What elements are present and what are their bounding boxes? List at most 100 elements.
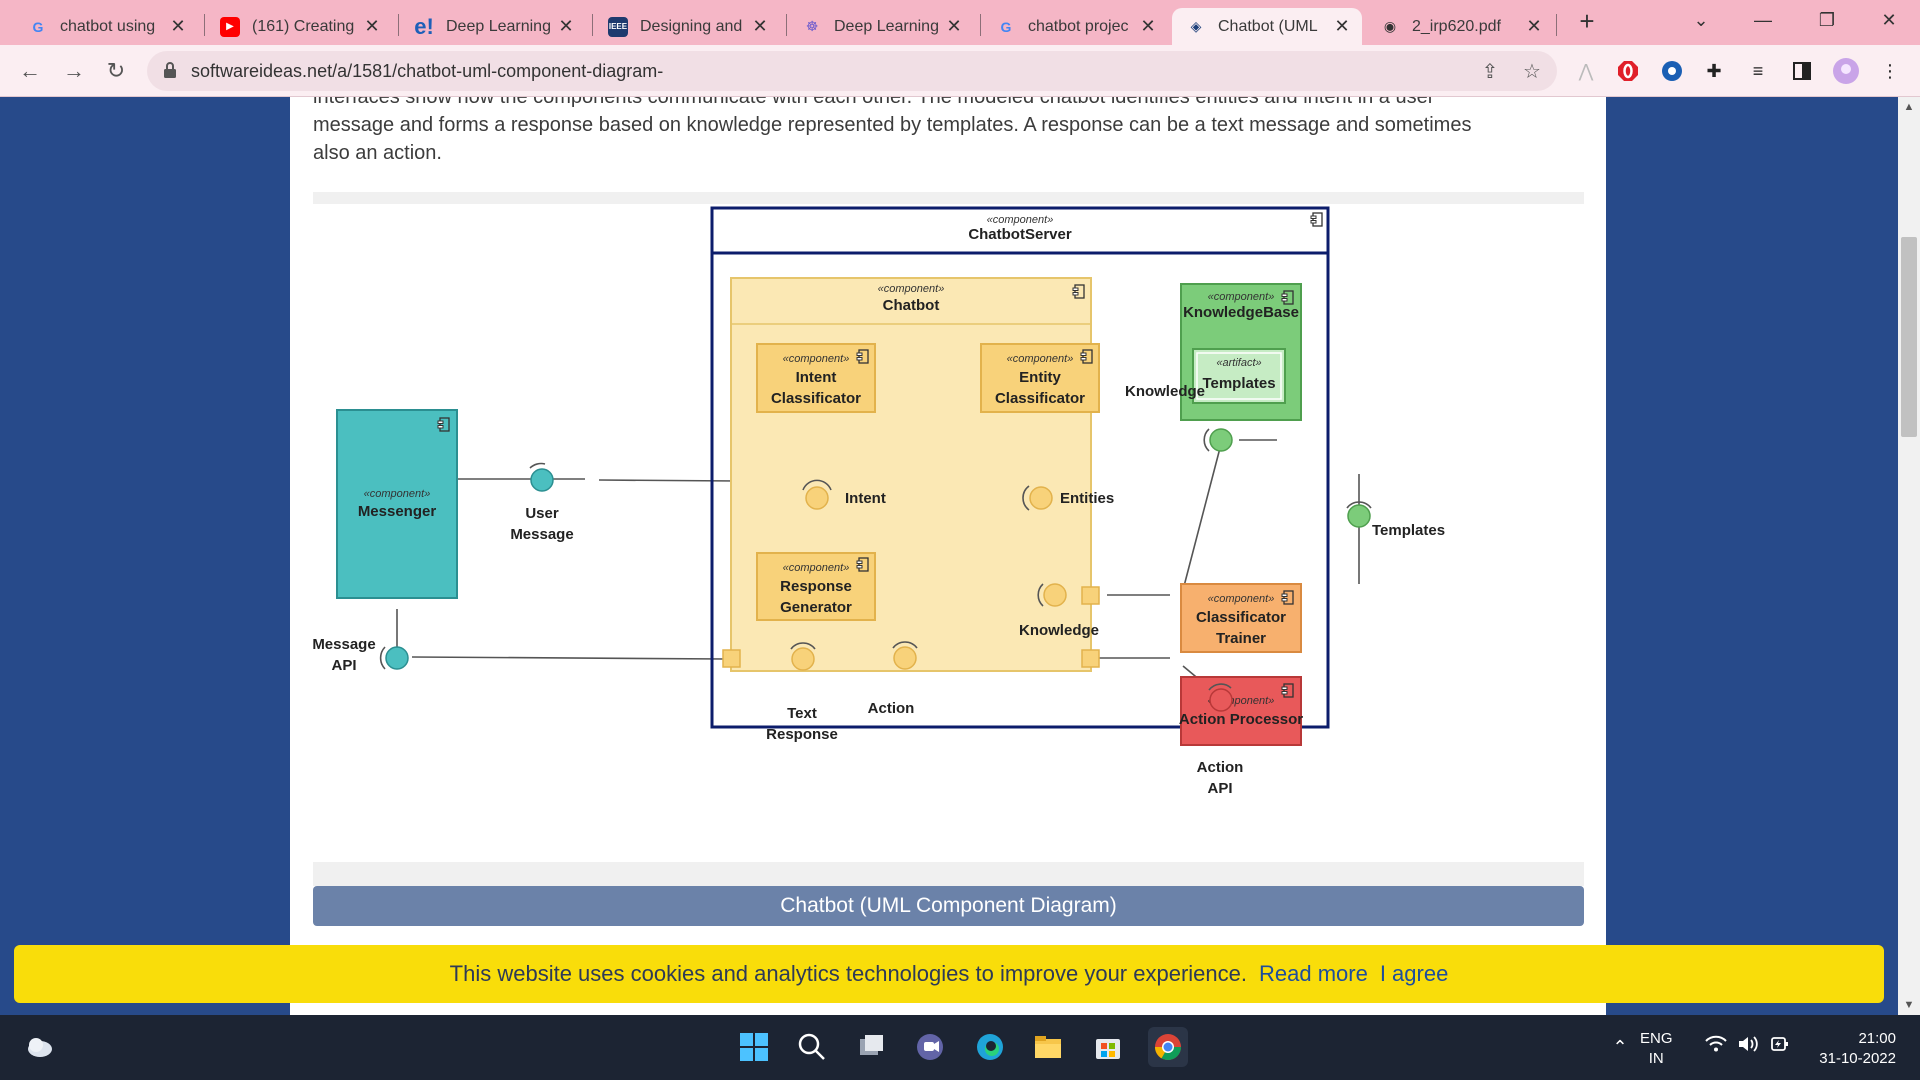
page-scrollbar[interactable]: ▲ ▼: [1898, 97, 1920, 1015]
interface-message-api[interactable]: [385, 646, 409, 670]
battery-charging-icon[interactable]: [1766, 1033, 1794, 1061]
entity-classificator-name-2: Classificator: [995, 390, 1085, 407]
close-tab-icon[interactable]: ✕: [1526, 16, 1542, 36]
cookie-banner-text: This website uses cookies and analytics …: [449, 961, 1247, 986]
bookmark-star-icon[interactable]: ☆: [1523, 61, 1541, 83]
forward-arrow-icon[interactable]: →: [63, 58, 85, 83]
templates-artifact-inner: [1196, 352, 1282, 400]
minimize-icon[interactable]: —: [1754, 10, 1772, 30]
share-icon[interactable]: ⇪: [1481, 61, 1499, 83]
adblock-icon[interactable]: [1614, 57, 1642, 85]
tab-deep-learning-1[interactable]: e! Deep Learning ✕: [400, 8, 586, 45]
start-windows-icon[interactable]: [734, 1027, 774, 1067]
component-icon: [856, 557, 869, 572]
port-message-api[interactable]: [722, 649, 741, 668]
show-hidden-icons-chevron-icon[interactable]: ⌃: [1612, 1037, 1628, 1057]
label-user-message-2: Message: [510, 526, 573, 543]
search-icon[interactable]: [792, 1027, 832, 1067]
interface-action[interactable]: [893, 646, 917, 670]
templates-artifact[interactable]: [1192, 348, 1286, 404]
line-messageapi-port: [411, 656, 727, 660]
response-generator-component[interactable]: [756, 552, 876, 621]
component-icon: [1281, 590, 1294, 605]
socket-action: [892, 641, 918, 649]
system-clock[interactable]: 21:00 31-10-2022: [1819, 1030, 1896, 1067]
input-language-indicator[interactable]: ENG IN: [1640, 1030, 1673, 1067]
volume-icon[interactable]: [1734, 1033, 1762, 1061]
close-tab-icon[interactable]: ✕: [170, 16, 186, 36]
tab-search-chevron-icon[interactable]: ⌄: [1693, 10, 1709, 30]
google-icon: G: [32, 18, 44, 35]
restore-icon[interactable]: ❐: [1818, 10, 1836, 30]
label-action-api-1: Action: [1197, 759, 1244, 776]
menu-kebab-icon[interactable]: ⋮: [1881, 60, 1899, 81]
interface-user-message[interactable]: [530, 468, 554, 492]
component-icon: [1281, 290, 1294, 305]
action-processor-component[interactable]: [1180, 676, 1302, 746]
intent-classificator-component[interactable]: [756, 343, 876, 413]
cookie-read-more-link[interactable]: Read more: [1258, 961, 1368, 986]
classificator-trainer-component[interactable]: [1180, 583, 1302, 653]
tab-pdf[interactable]: ◉ 2_irp620.pdf ✕: [1366, 8, 1554, 45]
extensions-puzzle-icon[interactable]: ✚: [1706, 60, 1722, 81]
interface-templates[interactable]: [1347, 504, 1371, 528]
tab-chatbot-uml[interactable]: ◈ Chatbot (UML ✕: [1172, 8, 1362, 45]
label-templates: Templates: [1372, 522, 1445, 539]
youtube-icon: ▶: [220, 16, 240, 37]
interface-intent[interactable]: [805, 486, 829, 510]
task-view-icon[interactable]: [852, 1027, 892, 1067]
label-action-api-2: API: [1207, 780, 1232, 797]
tab-youtube[interactable]: ▶ (161) Creating ✕: [206, 8, 392, 45]
address-bar[interactable]: softwareideas.net/a/1581/chatbot-uml-com…: [147, 51, 1557, 91]
tab-deep-learning-2[interactable]: ☸ Deep Learning ✕: [788, 8, 974, 45]
new-tab-button[interactable]: +: [1579, 6, 1595, 36]
close-tab-icon[interactable]: ✕: [1334, 16, 1350, 36]
action-processor-name: Action Processor: [1179, 711, 1303, 728]
edge-browser-icon[interactable]: [970, 1027, 1010, 1067]
tab-designing[interactable]: IEEE Designing and ✕: [594, 8, 780, 45]
close-window-icon[interactable]: ✕: [1881, 10, 1897, 30]
tab-chatbot-project[interactable]: G chatbot projec ✕: [982, 8, 1168, 45]
socket-entities: [1022, 485, 1030, 511]
microsoft-store-icon[interactable]: [1088, 1027, 1128, 1067]
profile-avatar-icon[interactable]: [1832, 57, 1860, 85]
entity-classificator-component[interactable]: [980, 343, 1100, 413]
wifi-icon[interactable]: [1702, 1033, 1730, 1061]
interface-knowledge-outer[interactable]: [1209, 428, 1233, 452]
close-tab-icon[interactable]: ✕: [946, 16, 962, 36]
chatbot-name: Chatbot: [883, 297, 940, 314]
weather-icon[interactable]: [20, 1027, 60, 1067]
chrome-browser-icon[interactable]: [1148, 1027, 1188, 1067]
label-action: Action: [868, 700, 915, 717]
google-icon: G: [1000, 18, 1012, 35]
chatbot-server-component[interactable]: [710, 206, 1330, 729]
messenger-component[interactable]: [336, 409, 458, 599]
teams-chat-icon[interactable]: [910, 1027, 950, 1067]
close-tab-icon[interactable]: ✕: [752, 16, 768, 36]
interface-action-api[interactable]: [1209, 688, 1233, 712]
scroll-up-icon[interactable]: ▲: [1903, 101, 1915, 113]
port-knowledge[interactable]: [1081, 586, 1100, 605]
entity-classificator-name-1: Entity: [1019, 369, 1061, 386]
component-icon: [1072, 284, 1085, 299]
scroll-thumb[interactable]: [1901, 237, 1917, 437]
scroll-down-icon[interactable]: ▼: [1903, 999, 1915, 1011]
close-tab-icon[interactable]: ✕: [364, 16, 380, 36]
reload-icon[interactable]: ↻: [106, 58, 126, 83]
interface-text-response[interactable]: [791, 647, 815, 671]
close-tab-icon[interactable]: ✕: [558, 16, 574, 36]
interface-entities[interactable]: [1029, 486, 1053, 510]
port-action[interactable]: [1081, 649, 1100, 668]
interface-knowledge-inner[interactable]: [1043, 583, 1067, 607]
side-panel-icon[interactable]: [1788, 57, 1816, 85]
cookie-agree-button[interactable]: I agree: [1379, 961, 1449, 986]
tab-separator: [786, 14, 787, 36]
close-tab-icon[interactable]: ✕: [1140, 16, 1156, 36]
reading-list-icon[interactable]: ≡: [1752, 60, 1764, 81]
tab-chatbot-using[interactable]: G chatbot using ✕: [14, 8, 198, 45]
back-arrow-icon[interactable]: ←: [19, 58, 41, 83]
extension-gear-icon[interactable]: [1658, 57, 1686, 85]
messenger-stereotype: «component»: [364, 488, 431, 500]
file-explorer-icon[interactable]: [1028, 1027, 1068, 1067]
extension-a-icon[interactable]: ⋀: [1578, 60, 1594, 81]
